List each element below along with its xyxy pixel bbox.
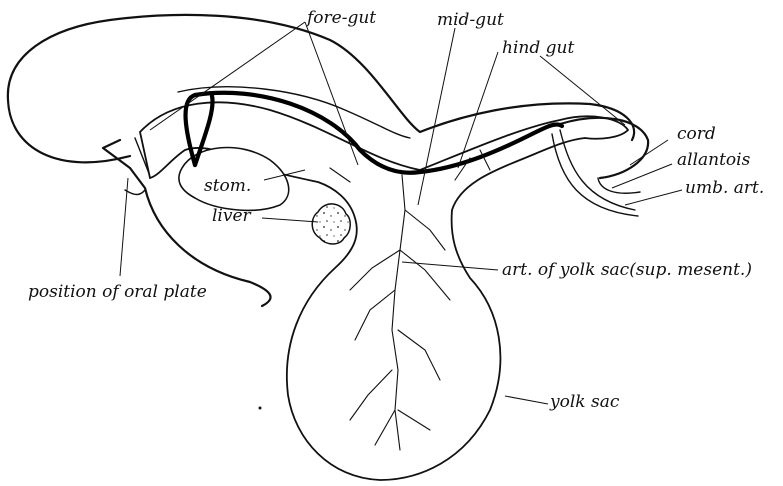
label-cord: cord [677, 126, 716, 143]
label-liver: liver [212, 208, 251, 225]
label-yolk-sac: yolk sac [550, 394, 619, 411]
label-mid-gut: mid-gut [437, 12, 504, 29]
label-hind-gut: hind gut [502, 40, 574, 57]
liver-bud [312, 204, 350, 244]
label-fore-gut: fore-gut [307, 10, 376, 27]
label-allantois: allantois [677, 152, 750, 169]
label-stom: stom. [204, 178, 251, 195]
label-umb-art: umb. art. [685, 180, 764, 197]
allantois-tube [560, 130, 635, 210]
label-oral-plate: position of oral plate [28, 284, 207, 301]
label-art-yolk-sac: art. of yolk sac(sup. mesent.) [502, 262, 752, 279]
speck [259, 407, 262, 410]
